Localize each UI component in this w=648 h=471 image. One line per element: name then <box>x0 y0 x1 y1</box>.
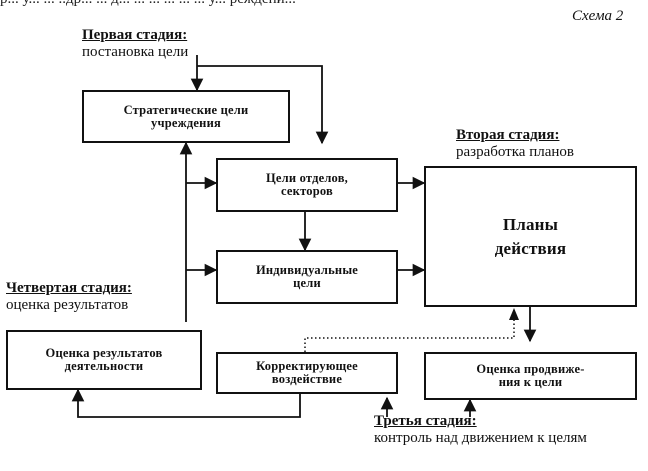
action-plans-line1: Планы <box>502 214 559 234</box>
action-plans-line2: действия <box>494 238 567 258</box>
cropped-top-text: р... у... ... ..др... ... д... ... ... .… <box>0 0 560 8</box>
corrective-action-line2: воздействие <box>271 372 343 386</box>
stage-second: Вторая стадия: разработка планов <box>456 127 574 161</box>
strategic-goals-line1: Стратегические цели <box>123 102 249 117</box>
individual-goals-line1: Индивидуальные <box>255 263 359 277</box>
stage-second-subtitle: разработка планов <box>456 144 574 160</box>
individual-goals-box: Индивидуальные цели <box>216 250 398 304</box>
stage-first: Первая стадия: постановка цели <box>82 27 188 61</box>
corrective-action-box: Корректирующее воздействие <box>216 352 398 394</box>
stage-fourth-subtitle: оценка результатов <box>6 297 129 313</box>
stage-fourth: Четвертая стадия: оценка результатов <box>6 280 132 314</box>
stage-third-title: Третья стадия: <box>374 413 477 429</box>
department-goals-box: Цели отделов, секторов <box>216 158 398 212</box>
strategic-goals-box: Стратегические цели учреждения <box>82 90 290 143</box>
stage-third-subtitle: контроль над движением к целям <box>374 430 587 446</box>
department-goals-line2: секторов <box>281 184 333 198</box>
department-goals-line1: Цели отделов, <box>266 171 348 185</box>
progress-evaluation-line2: ния к цели <box>498 375 563 389</box>
results-evaluation-box: Оценка результатов деятельности <box>6 330 202 390</box>
progress-evaluation-line1: Оценка продвиже- <box>476 362 585 376</box>
stage-second-title: Вторая стадия: <box>456 127 560 143</box>
stage-first-title: Первая стадия: <box>82 27 188 43</box>
action-plans-box: Планы действия <box>424 166 637 307</box>
stage-fourth-title: Четвертая стадия: <box>6 280 132 296</box>
individual-goals-line2: цели <box>293 276 321 290</box>
results-evaluation-line1: Оценка результатов <box>45 346 163 360</box>
progress-evaluation-box: Оценка продвиже- ния к цели <box>424 352 637 400</box>
scheme-label: Схема 2 <box>572 8 624 24</box>
results-evaluation-line2: деятельности <box>64 359 144 373</box>
strategic-goals-line2: учреждения <box>151 115 221 130</box>
corrective-action-line1: Корректирующее <box>256 359 358 373</box>
stage-first-subtitle: постановка цели <box>82 44 189 60</box>
stage-third: Третья стадия: контроль над движением к … <box>374 413 587 447</box>
